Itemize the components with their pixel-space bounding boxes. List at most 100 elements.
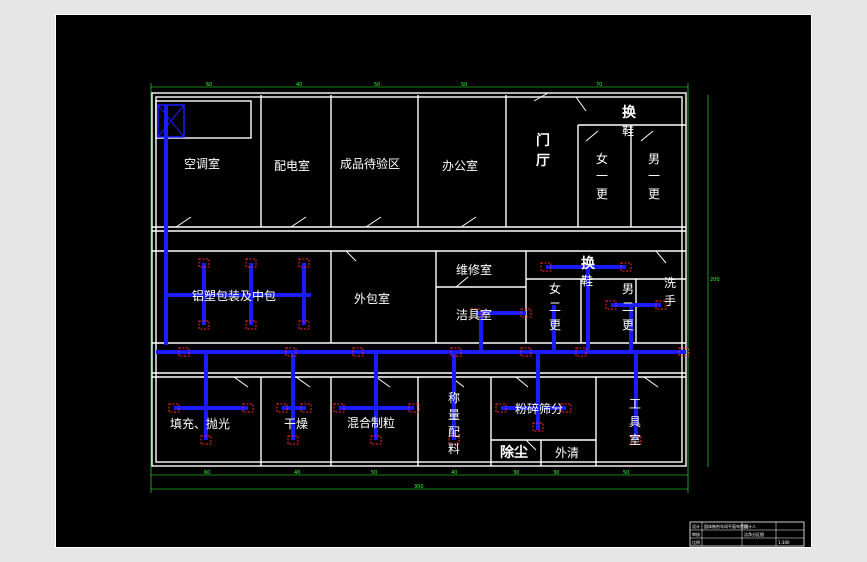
room-men-mid-1: 男	[622, 282, 634, 296]
room-crush: 粉碎筛分	[515, 401, 563, 416]
room-tools-2: 具	[629, 415, 641, 429]
room-women-mid-3: 更	[549, 318, 561, 332]
room-hall-2: 厅	[536, 153, 550, 169]
room-women-top-2: 一	[596, 169, 608, 183]
room-change-mid-2: 鞋	[581, 273, 593, 288]
vent-marker	[520, 308, 532, 318]
tb-r3a: 比例	[692, 539, 700, 545]
room-change-top-2: 鞋	[622, 123, 634, 138]
dimension-lines	[150, 83, 709, 493]
vent-marker	[495, 403, 507, 413]
vent-marker	[287, 435, 299, 445]
dim-bot-4: 40	[451, 470, 457, 476]
vent-marker	[333, 403, 345, 413]
tb-r2a: 审核	[692, 531, 700, 537]
room-women-top-1: 女	[596, 151, 608, 166]
room-change-top: 换	[622, 104, 637, 121]
vent-marker	[298, 258, 310, 268]
vent-marker	[470, 308, 482, 318]
dimension-bottom-labels: 60 40 50 40 30 30 50 300 200	[204, 277, 720, 490]
room-wash-2: 手	[664, 294, 676, 308]
room-power: 配电室	[274, 158, 310, 173]
room-dry: 干燥	[284, 417, 308, 431]
room-finished: 成品待验区	[340, 156, 400, 171]
dim-bot-1: 60	[204, 470, 210, 476]
dim-top-3: 50	[374, 82, 380, 88]
dim-bot-2: 40	[294, 470, 300, 476]
dim-top-2: 40	[296, 82, 302, 88]
vent-marker	[540, 262, 552, 272]
dim-top-1: 60	[206, 82, 212, 88]
room-change-mid: 换	[581, 255, 596, 272]
room-weigh-2: 量	[448, 408, 460, 422]
room-ac: 空调室	[184, 156, 220, 171]
vent-marker	[575, 347, 587, 357]
room-tools-3: 室	[629, 432, 641, 447]
room-women-mid-1: 女	[549, 281, 561, 296]
vent-marker	[370, 435, 382, 445]
dim-right: 200	[710, 277, 720, 283]
vent-marker	[178, 347, 190, 357]
vent-marker	[620, 262, 632, 272]
doors	[175, 92, 667, 451]
vent-marker	[678, 347, 690, 357]
vent-marker	[168, 403, 180, 413]
drawing-sheet: 60 40 50 50 70 60 40 50 40 30 30 50 300 …	[55, 14, 812, 548]
ahu-unit	[157, 104, 185, 138]
dim-bot-3: 50	[371, 470, 377, 476]
vent-marker	[532, 422, 544, 432]
vent-marker	[605, 300, 617, 310]
room-weigh-3: 配	[448, 425, 460, 439]
vent-marker	[198, 258, 210, 268]
dimension-top-labels: 60 40 50 50 70	[206, 82, 602, 88]
vent-marker	[298, 320, 310, 330]
room-men-top-3: 更	[648, 187, 660, 201]
room-women-top-3: 更	[596, 187, 608, 201]
vent-marker	[285, 347, 297, 357]
dim-top-5: 70	[596, 82, 602, 88]
dim-bot-7: 50	[623, 470, 629, 476]
room-dust: 除尘	[500, 444, 528, 461]
room-office: 办公室	[442, 158, 478, 173]
room-men-mid-2: 二	[622, 300, 634, 314]
floor-plan: 60 40 50 50 70 60 40 50 40 30 30 50 300 …	[150, 82, 805, 547]
vent-marker	[408, 403, 420, 413]
vents	[168, 258, 690, 445]
room-fill: 填充、抛光	[170, 416, 230, 431]
tb-r3b: 1:300	[778, 540, 790, 545]
vent-marker	[200, 435, 212, 445]
room-men-top-2: 一	[648, 169, 660, 183]
dim-bot-6: 30	[553, 470, 559, 476]
vent-marker	[448, 435, 460, 445]
room-men-top-1: 男	[648, 152, 660, 166]
tb-r1c: 设计人	[744, 523, 756, 529]
room-granulate: 混合制粒	[347, 415, 395, 430]
room-inner-pack: 铝塑包装及中包	[192, 288, 276, 303]
vent-marker	[198, 320, 210, 330]
vent-marker	[630, 435, 642, 445]
vent-marker	[242, 403, 254, 413]
tb-r1b: 固体制剂车间平面布置图	[704, 523, 748, 529]
room-women-mid-2: 二	[549, 300, 561, 314]
room-maint: 维修室	[456, 262, 492, 277]
room-labels: 空调室 配电室 成品待验区 办公室 门 厅 换 鞋 女 一 更 男 一 更 铝塑…	[170, 104, 676, 461]
room-outer-pack: 外包室	[354, 291, 390, 306]
room-men-mid-3: 更	[622, 318, 634, 332]
room-clean: 洁具室	[456, 307, 492, 322]
ducts	[156, 105, 686, 440]
vent-marker	[352, 347, 364, 357]
vent-marker	[245, 320, 257, 330]
room-outer-clean: 外清	[555, 446, 579, 460]
vent-marker	[300, 403, 312, 413]
room-weigh-4: 料	[448, 442, 460, 456]
vent-marker	[560, 403, 572, 413]
room-wash-1: 洗	[664, 276, 676, 290]
tb-r2c: 洁净分区图	[744, 531, 764, 537]
title-block: 设计 固体制剂车间平面布置图 设计人 审核 洁净分区图 比例 1:300	[689, 521, 805, 547]
vent-marker	[450, 347, 462, 357]
tb-r1a: 设计	[692, 523, 700, 529]
vent-marker	[655, 300, 667, 310]
dim-bot-5: 30	[513, 470, 519, 476]
vent-marker	[520, 347, 532, 357]
walls	[151, 92, 687, 467]
